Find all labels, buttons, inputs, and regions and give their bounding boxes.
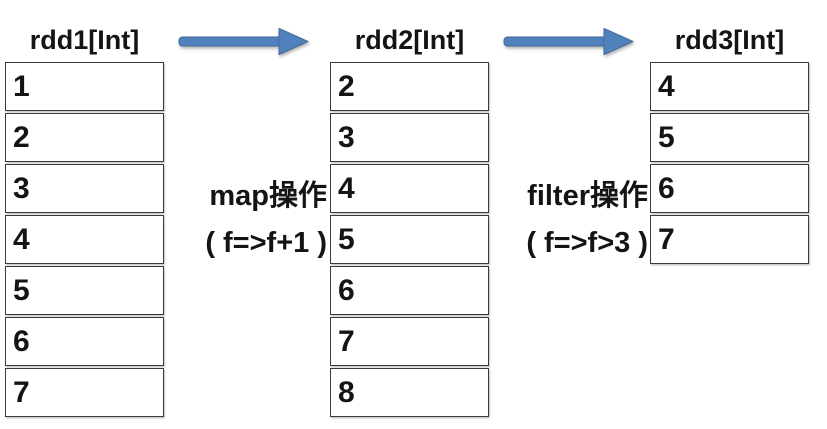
rdd1-cell: 4 [5,215,164,264]
rdd1-cell: 6 [5,317,164,366]
rdd2-cell: 2 [330,62,489,111]
rdd3-cell: 4 [650,62,809,111]
arrow-right-icon [503,26,635,57]
rdd3-cell: 7 [650,215,809,264]
rdd2-header: rdd2[Int] [354,24,465,55]
filter-operation-expression: ( f=>f>3 ) [526,226,648,259]
rdd2-cell: 6 [330,266,489,315]
filter-operation-label: filter操作 ( f=>f>3 ) [526,168,648,268]
rdd1-cell: 7 [5,368,164,417]
rdd3-cell: 5 [650,113,809,162]
filter-operation-name: filter操作 [527,180,648,212]
rdd2-cell: 3 [330,113,489,162]
arrow-right-icon [178,26,310,57]
rdd3-cell: 6 [650,164,809,213]
map-operation-expression: ( f=>f+1 ) [205,226,327,259]
rdd3-table: 4 5 6 7 [650,62,809,264]
rdd1-cell: 5 [5,266,164,315]
rdd1-cell: 1 [5,62,164,111]
map-operation-label: map操作 ( f=>f+1 ) [205,168,327,268]
rdd2-cell: 7 [330,317,489,366]
rdd2-cell: 4 [330,164,489,213]
rdd1-cell: 2 [5,113,164,162]
rdd2-table: 2 3 4 5 6 7 8 [330,62,489,417]
rdd1-header: rdd1[Int] [29,24,140,55]
rdd2-cell: 5 [330,215,489,264]
map-operation-name: map操作 [209,180,327,212]
rdd3-header: rdd3[Int] [674,24,785,55]
rdd1-table: 1 2 3 4 5 6 7 [5,62,164,417]
rdd2-cell: 8 [330,368,489,417]
rdd1-cell: 3 [5,164,164,213]
